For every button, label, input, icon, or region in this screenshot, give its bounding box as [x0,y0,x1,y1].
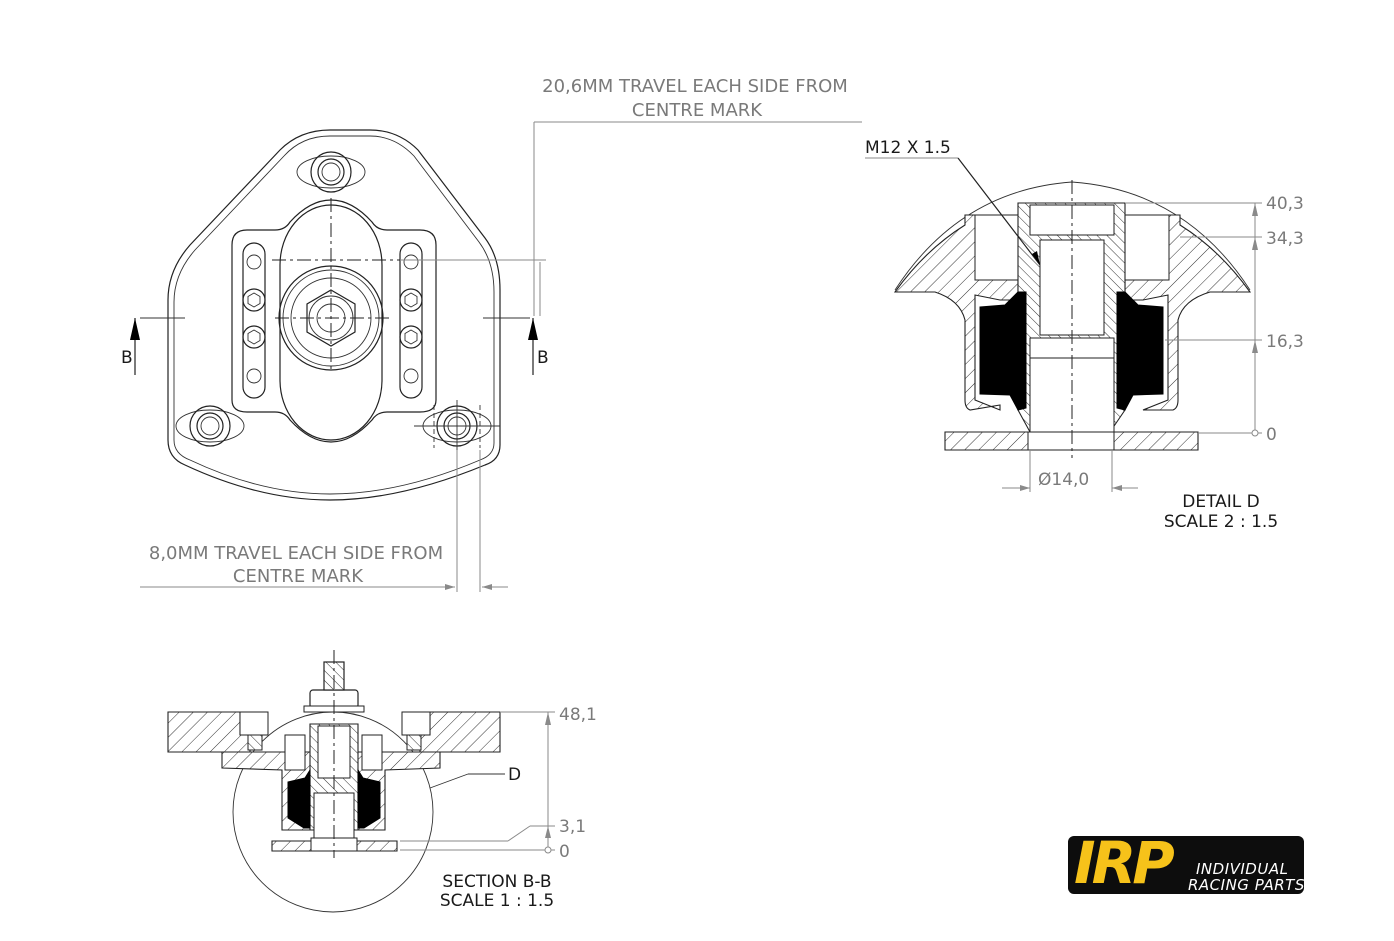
logo-mark: IRP [1074,829,1175,897]
detail-scale: SCALE 2 : 1.5 [1164,512,1278,532]
travel-note-top-line1: 20,6MM TRAVEL EACH SIDE FROM [542,76,848,97]
thread-callout: M12 X 1.5 [865,138,951,158]
dim-40-3: 40,3 [1266,194,1304,214]
detail-title: DETAIL D [1182,492,1260,512]
section-scale: SCALE 1 : 1.5 [440,891,554,911]
travel-note-top-line2: CENTRE MARK [632,100,763,121]
top-view: B B [121,121,862,592]
logo-line1: INDIVIDUAL [1196,860,1289,878]
logo-line2: RACING PARTS [1188,876,1305,894]
dim-34-3: 34,3 [1266,229,1304,249]
section-marker-left: B [121,348,133,368]
dim-0-section: 0 [559,842,570,862]
logo-background [1068,836,1304,894]
dim-0: 0 [1266,425,1277,445]
section-b-b-view [167,650,555,913]
travel-note-bottom-line2: CENTRE MARK [233,566,364,587]
dim-16-3: 16,3 [1266,332,1304,352]
dim-3-1: 3,1 [559,817,586,837]
detail-d-view [865,157,1262,492]
dim-48-1: 48,1 [559,705,597,725]
travel-note-bottom-line1: 8,0MM TRAVEL EACH SIDE FROM [149,543,443,564]
section-marker-right: B [537,348,549,368]
detail-callout-d: D [508,765,521,785]
diameter-dim: Ø14,0 [1038,470,1089,490]
section-title: SECTION B-B [442,872,551,892]
irp-logo: IRP INDIVIDUAL RACING PARTS [1068,832,1308,898]
